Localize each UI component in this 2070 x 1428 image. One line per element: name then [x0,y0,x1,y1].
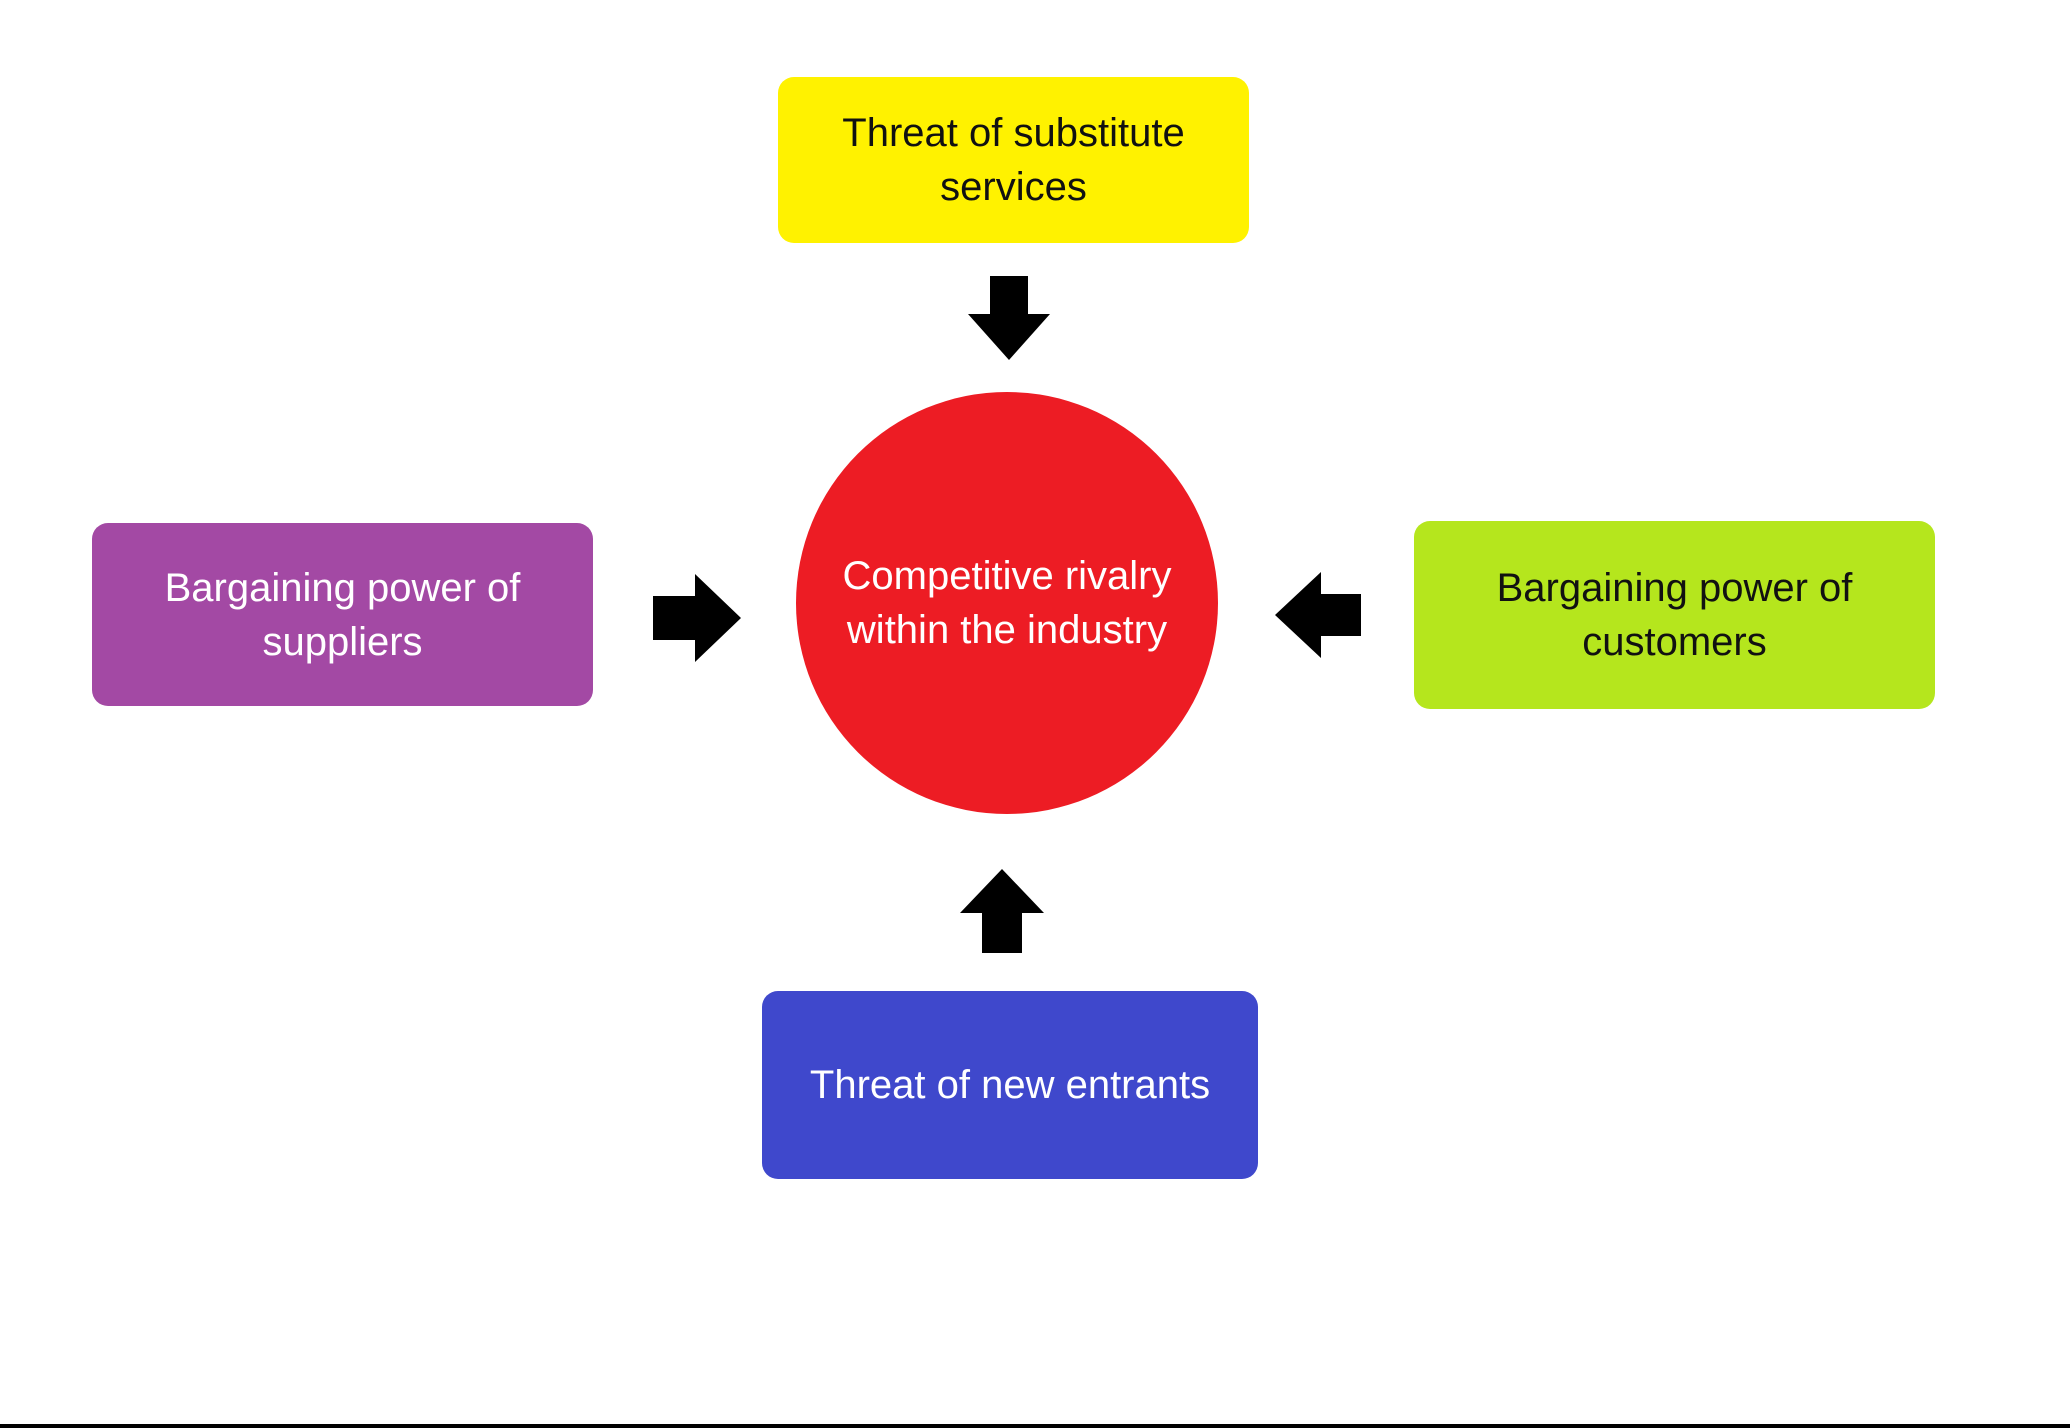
threat-of-substitutes-label: Threat of substitute services [842,111,1185,209]
bottom-border-line [0,1424,2070,1428]
arrow-right-icon [653,574,741,662]
supplier-power-box: Bargaining power of suppliers [92,523,593,706]
arrow-down-icon [968,276,1050,360]
arrow-up-icon [960,869,1044,953]
threat-of-substitutes-box: Threat of substitute services [778,77,1249,243]
customer-power-box: Bargaining power of customers [1414,521,1935,709]
arrow-left-icon [1275,572,1361,658]
new-entrants-label: Threat of new entrants [809,1063,1211,1107]
competitive-rivalry-circle: Competitive rivalry within the industry [796,392,1218,814]
customer-power-label: Bargaining power of customers [1496,566,1853,664]
supplier-power-label: Bargaining power of suppliers [164,565,521,664]
competitive-rivalry-label: Competitive rivalry within the industry [842,554,1172,652]
new-entrants-box: Threat of new entrants [762,991,1258,1179]
